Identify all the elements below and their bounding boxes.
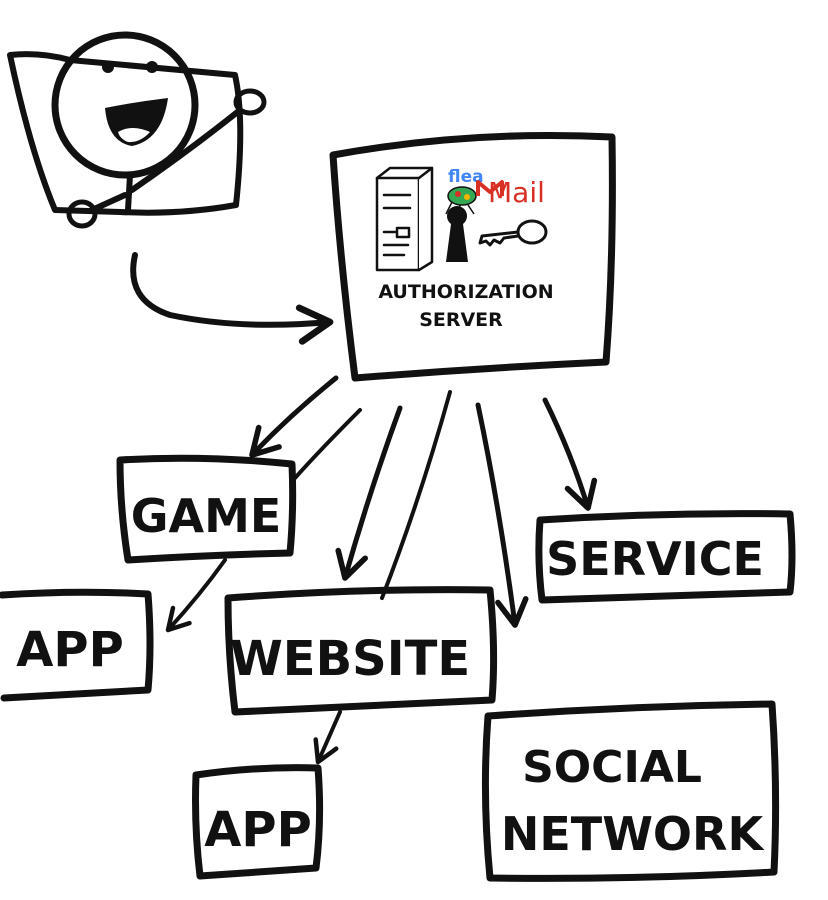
line-to-app-left [293, 408, 362, 480]
user-arm-raised [129, 107, 243, 193]
user-head [51, 31, 199, 179]
arrow-to-service [542, 397, 598, 511]
client-social-label-line1: SOCIAL [522, 742, 702, 793]
client-app-bottom-label: APP [204, 802, 312, 858]
mail-m-icon [476, 180, 504, 196]
arrow-website-to-app [313, 710, 342, 765]
client-game: GAME [116, 454, 297, 564]
brand-mail: Mail [488, 176, 545, 209]
user-arm-lower [89, 192, 128, 213]
user-eye-left [102, 61, 114, 73]
keyhole-icon [446, 206, 468, 262]
arrow-to-game [249, 375, 339, 458]
brand-flea: flea [448, 167, 484, 187]
server-title-line2: SERVER [419, 309, 503, 331]
server-rack-icon [375, 166, 434, 272]
user-figure [7, 31, 267, 229]
server-box [329, 131, 616, 382]
client-app-left-label: APP [16, 622, 124, 678]
user-body-line [125, 172, 133, 213]
key-icon [478, 219, 548, 247]
client-website-label: WEBSITE [230, 631, 470, 687]
user-tongue [118, 128, 150, 143]
server-title-line1: AUTHORIZATION [378, 281, 553, 303]
user-hand-lower [66, 199, 98, 229]
client-service: SERVICE [535, 510, 796, 604]
user-hand-raised [233, 88, 267, 116]
client-social-network: SOCIAL NETWORK [481, 700, 780, 882]
client-service-label: SERVICE [546, 532, 764, 586]
client-social-label-line2: NETWORK [501, 807, 766, 861]
line-to-social [380, 390, 452, 600]
arrow-user-to-server [130, 252, 334, 345]
client-game-label: GAME [131, 489, 282, 543]
client-app-left: APP [0, 588, 154, 702]
client-website: WEBSITE [224, 586, 498, 716]
authorization-server: flea Mail AUTHORIZATION SERVER [329, 131, 616, 382]
arrow-to-social-network [475, 402, 529, 628]
arrow-game-to-app-left [165, 558, 227, 633]
client-app-bottom: APP [192, 764, 324, 880]
arrow-to-website [335, 405, 403, 581]
user-eye-right [146, 61, 158, 73]
